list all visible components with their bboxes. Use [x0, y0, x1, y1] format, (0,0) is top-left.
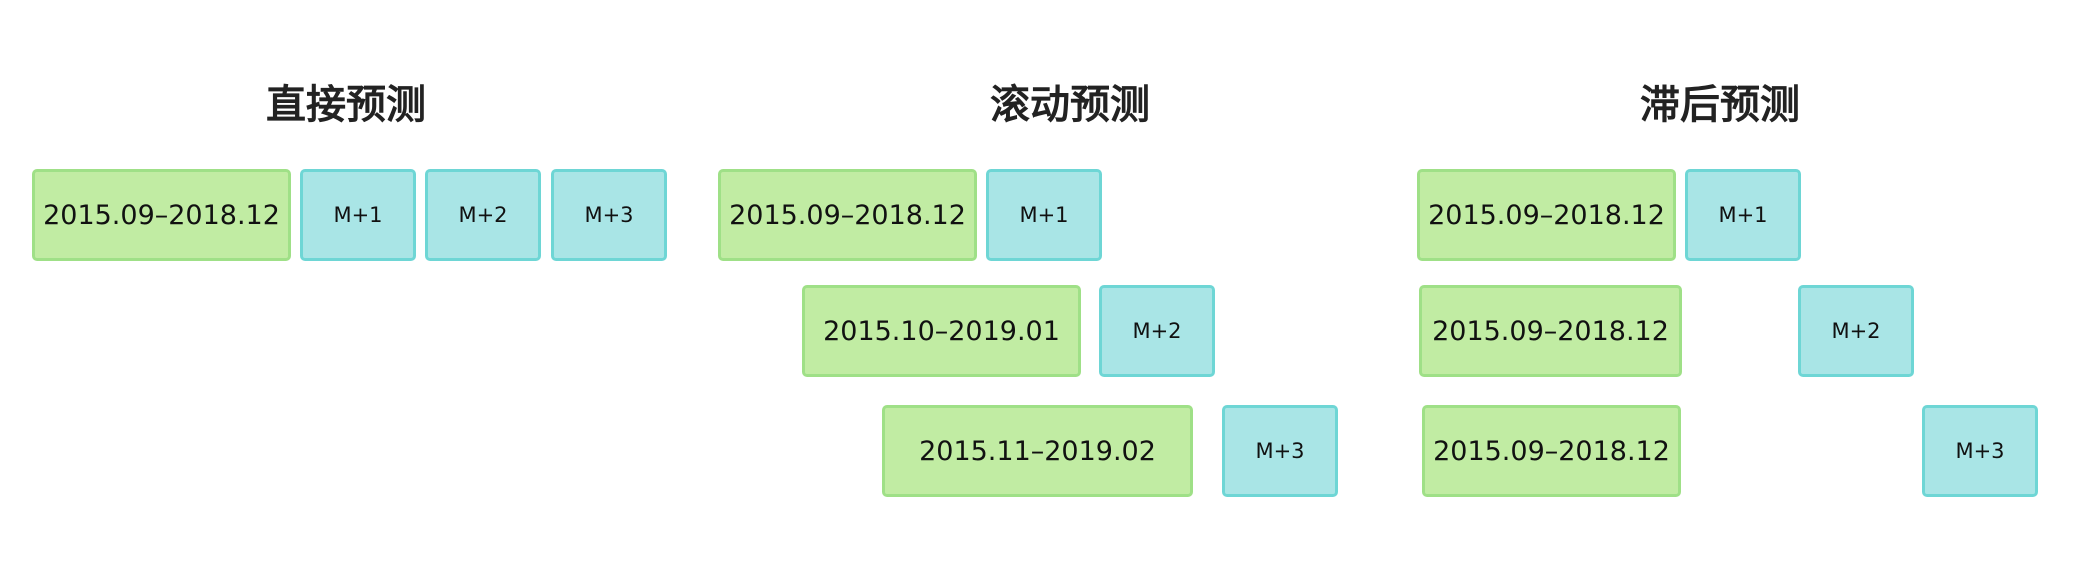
forecast-box-m1: M+1: [1685, 169, 1801, 261]
training-window-box: 2015.09–2018.12: [32, 169, 291, 261]
forecast-box-m2: M+2: [425, 169, 541, 261]
forecast-box-m2: M+2: [1099, 285, 1215, 377]
forecast-box-m3: M+3: [551, 169, 667, 261]
training-window-box: 2015.09–2018.12: [718, 169, 977, 261]
forecast-box-m1: M+1: [986, 169, 1102, 261]
training-window-box: 2015.11–2019.02: [882, 405, 1193, 497]
panel-title-direct: 直接预测: [266, 81, 426, 128]
panel-title-lagged: 滞后预测: [1640, 81, 1800, 128]
training-window-box: 2015.09–2018.12: [1419, 285, 1682, 377]
training-window-box: 2015.10–2019.01: [802, 285, 1081, 377]
forecast-box-m3: M+3: [1222, 405, 1338, 497]
forecast-box-m3: M+3: [1922, 405, 2038, 497]
training-window-box: 2015.09–2018.12: [1417, 169, 1676, 261]
panel-title-rolling: 滚动预测: [990, 81, 1150, 128]
training-window-box: 2015.09–2018.12: [1422, 405, 1681, 497]
forecast-box-m2: M+2: [1798, 285, 1914, 377]
forecast-box-m1: M+1: [300, 169, 416, 261]
